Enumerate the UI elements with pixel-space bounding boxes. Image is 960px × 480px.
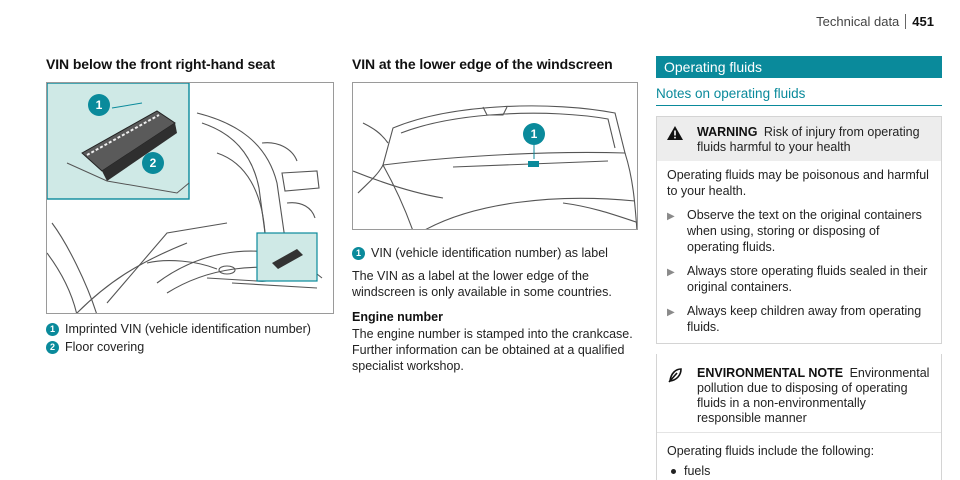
warning-summary: Risk of injury from operating fluids har… xyxy=(697,125,920,154)
windscreen-drawing: 1 xyxy=(353,105,637,229)
callout-2-label: 2 xyxy=(150,156,157,170)
step-text: Observe the text on the original contain… xyxy=(687,208,922,254)
page-number: 451 xyxy=(905,14,934,29)
section-bar-title: Operating fluids xyxy=(656,56,942,78)
step-text: Always store operating fluids sealed in … xyxy=(687,264,928,294)
notes-heading: Notes on operating fluids xyxy=(656,86,942,106)
operating-fluids-section: Operating fluids Notes on operating flui… xyxy=(656,56,942,480)
warning-triangle-icon xyxy=(667,125,689,155)
warning-label: WARNING xyxy=(697,125,758,139)
instruction-step: ▶ Always keep children away from operati… xyxy=(667,303,931,335)
callout-1-circle xyxy=(88,94,110,116)
figure-legend: 1 VIN (vehicle identification number) as… xyxy=(352,246,638,260)
warning-heading-text: WARNING Risk of injury from operating fl… xyxy=(697,125,931,155)
warning-description: Operating fluids may be poisonous and ha… xyxy=(667,168,929,198)
legend-text: VIN (vehicle identification number) as l… xyxy=(371,246,608,260)
engine-number-heading: Engine number xyxy=(352,310,443,324)
step-text: Always keep children away from operating… xyxy=(687,304,922,334)
vin-windscreen-section: VIN at the lower edge of the windscreen … xyxy=(352,56,638,374)
seat-drawing: 1 2 xyxy=(47,83,323,313)
callout-2-circle xyxy=(142,152,164,174)
instruction-step: ▶ Always store operating fluids sealed i… xyxy=(667,263,931,295)
warning-header: WARNING Risk of injury from operating fl… xyxy=(657,117,941,161)
section-title: VIN at the lower edge of the windscreen xyxy=(352,56,613,72)
legend-number: 1 xyxy=(352,246,365,260)
section-name: Technical data xyxy=(816,14,900,29)
warning-body: Operating fluids may be poisonous and ha… xyxy=(657,161,941,343)
legend-item: 2 Floor covering xyxy=(46,340,334,354)
vin-seat-section: VIN below the front right-hand seat xyxy=(46,56,334,358)
callout-1-label: 1 xyxy=(96,98,103,112)
legend-number: 2 xyxy=(46,340,59,354)
figure-legend: 1 Imprinted VIN (vehicle identification … xyxy=(46,322,334,354)
callout-1-label: 1 xyxy=(531,127,538,141)
bullet-text: fuels xyxy=(684,464,711,478)
environmental-description: Operating fluids include the following: xyxy=(667,444,875,458)
legend-item: 1 Imprinted VIN (vehicle identification … xyxy=(46,322,334,336)
section-title: VIN below the front right-hand seat xyxy=(46,56,276,72)
leaf-icon xyxy=(667,366,689,426)
warning-box: WARNING Risk of injury from operating fl… xyxy=(656,116,942,344)
legend-item: 1 VIN (vehicle identification number) as… xyxy=(352,246,638,260)
bullet-dot xyxy=(671,469,676,474)
windscreen-illustration: 1 xyxy=(352,82,638,230)
environmental-note-box: ENVIRONMENTAL NOTE Environmental polluti… xyxy=(656,354,942,480)
environmental-label: ENVIRONMENTAL NOTE xyxy=(697,366,844,380)
environmental-body: Operating fluids include the following: … xyxy=(657,433,941,480)
environmental-summary: Environmental pollution due to disposing… xyxy=(697,366,930,425)
bullet-item: fuels xyxy=(667,463,931,479)
legend-text: Imprinted VIN (vehicle identification nu… xyxy=(65,322,311,336)
step-arrow-icon: ▶ xyxy=(667,307,675,318)
legend-number: 1 xyxy=(46,322,59,336)
engine-number-paragraph: The engine number is stamped into the cr… xyxy=(352,327,633,373)
vin-label-paragraph: The VIN as a label at the lower edge of … xyxy=(352,269,612,299)
page-header: Technical data 451 xyxy=(816,14,934,29)
step-arrow-icon: ▶ xyxy=(667,267,675,278)
environmental-header: ENVIRONMENTAL NOTE Environmental polluti… xyxy=(657,354,941,433)
step-arrow-icon: ▶ xyxy=(667,211,675,222)
legend-text: Floor covering xyxy=(65,340,145,354)
seat-illustration: 1 2 xyxy=(46,82,334,314)
instruction-step: ▶ Observe the text on the original conta… xyxy=(667,207,931,255)
callout-1-circle xyxy=(523,123,545,145)
environmental-heading-text: ENVIRONMENTAL NOTE Environmental polluti… xyxy=(697,366,931,426)
